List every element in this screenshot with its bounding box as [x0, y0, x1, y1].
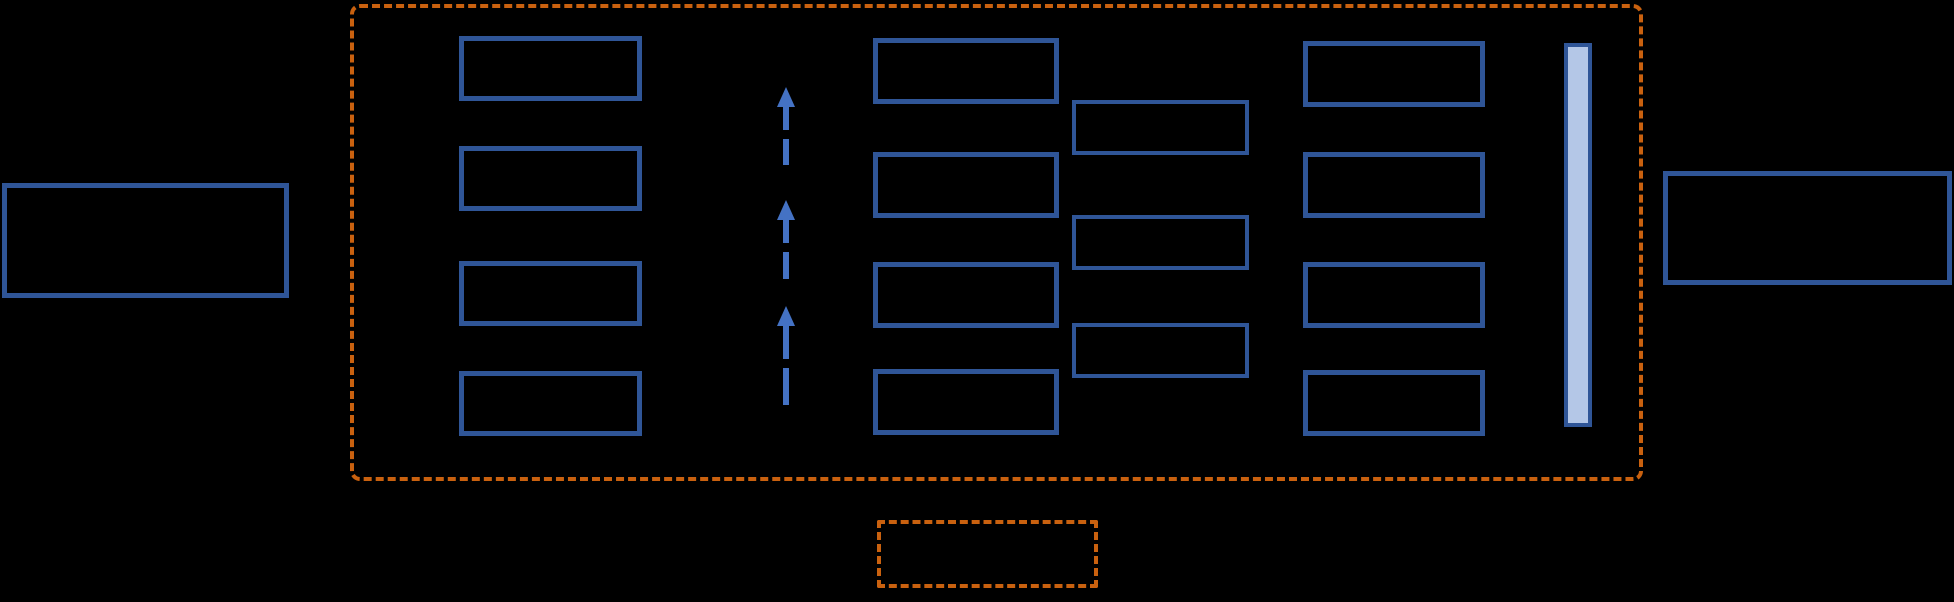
outer-box-right: [1663, 171, 1952, 285]
stack-b-box-1: [873, 38, 1059, 104]
up-arrow-icon: [773, 200, 799, 279]
stack-a-box-2: [459, 146, 642, 211]
stack-d-box-4: [1303, 370, 1485, 436]
stack-c-box-2: [1072, 215, 1249, 270]
up-arrow-icon: [773, 87, 799, 165]
stack-c-box-1: [1072, 100, 1249, 155]
legend-box: [877, 520, 1098, 588]
stack-b-box-3: [873, 262, 1059, 328]
up-arrow-icon: [773, 306, 799, 405]
stack-b-box-4: [873, 369, 1059, 435]
highlight-bar: [1564, 43, 1592, 427]
pipeline-container: [350, 4, 1643, 481]
stack-d-box-1: [1303, 41, 1485, 107]
stack-a-box-4: [459, 371, 642, 436]
outer-box-left: [2, 183, 289, 298]
stack-b-box-2: [873, 152, 1059, 218]
stack-a-box-1: [459, 36, 642, 101]
stack-a-box-3: [459, 261, 642, 326]
stack-d-box-3: [1303, 262, 1485, 328]
stack-c-box-3: [1072, 323, 1249, 378]
stack-d-box-2: [1303, 152, 1485, 218]
